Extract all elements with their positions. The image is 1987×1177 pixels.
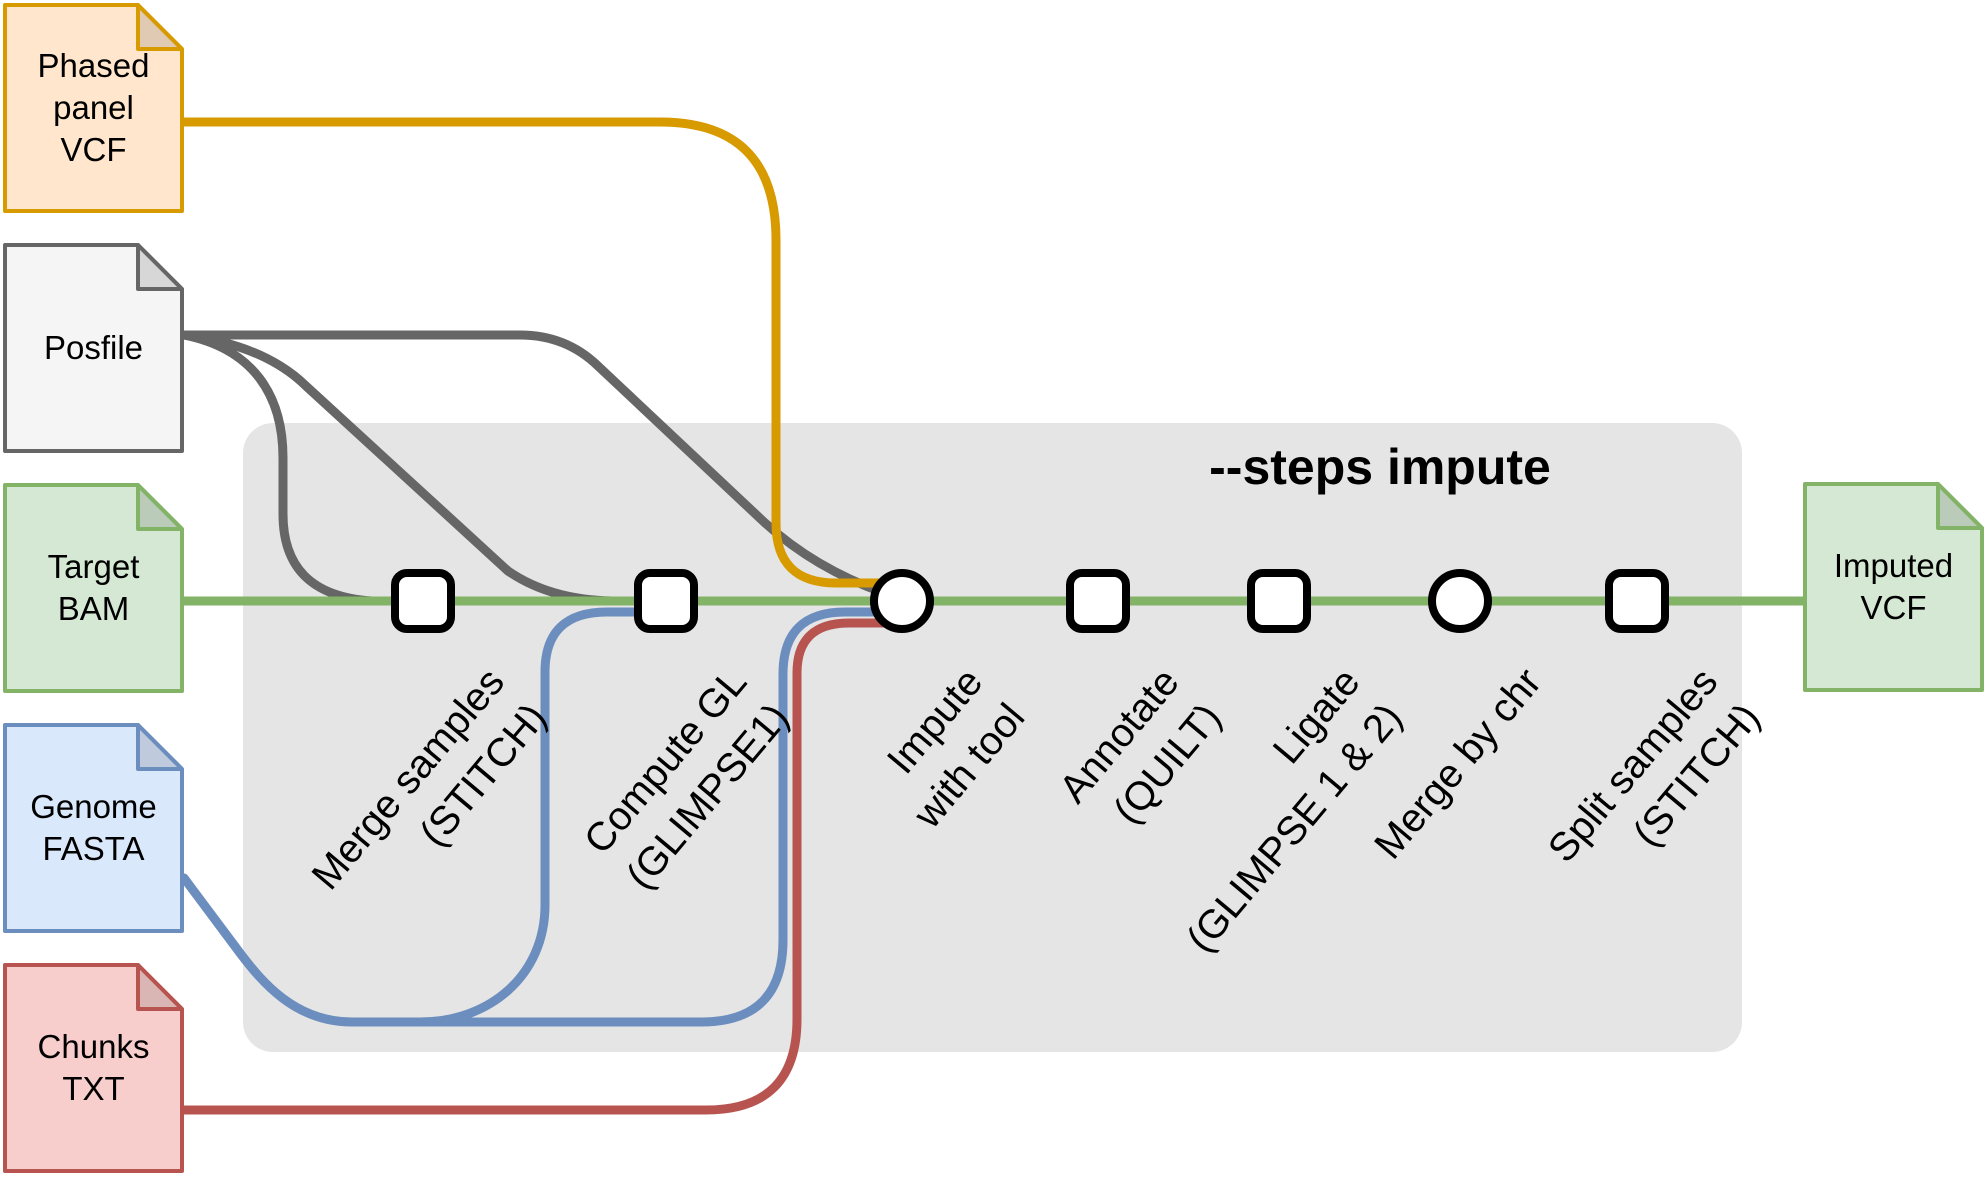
folded-corner [1936,482,1984,530]
wire-genome-fasta-to-impute [179,607,889,1027]
file-node-target-bam: Target BAM [3,483,184,693]
folded-corner [136,243,184,291]
file-label: Genome FASTA [30,788,157,867]
wire-posfile-to-merge-samples [179,330,415,606]
file-node-chunks-txt: Chunks TXT [3,963,184,1173]
step-node-ligate [1247,569,1311,633]
file-label: Phased panel VCF [37,47,150,168]
step-node-impute-with-tool [870,569,934,633]
document-icon [3,243,184,453]
document-icon [3,3,184,213]
step-node-merge-samples [391,569,455,633]
file-node-imputed-vcf: Imputed VCF [1803,482,1984,692]
file-node-phased-panel-vcf: Phased panel VCF [3,3,184,213]
document-icon [1803,482,1984,692]
file-label: Target BAM [47,548,140,627]
folded-corner [136,723,184,771]
file-node-posfile: Posfile [3,243,184,453]
document-icon [3,963,184,1173]
step-node-compute-gl [634,569,698,633]
wire-chunks-txt-to-impute [179,618,889,1115]
document-icon [3,483,184,693]
folded-corner [136,963,184,1011]
steps-impute-title: --steps impute [1209,439,1551,495]
folded-corner [136,3,184,51]
step-node-merge-by-chr [1428,569,1492,633]
wire-genome-fasta-to-compute-gl [415,607,655,1027]
file-label: Imputed VCF [1833,547,1954,626]
step-node-annotate [1066,569,1130,633]
step-node-split-samples [1605,569,1669,633]
file-label: Posfile [43,329,144,367]
wire-posfile-to-impute [179,330,889,598]
folded-corner [136,483,184,531]
steps-impute-group-box [243,423,1742,1052]
file-label: Chunks TXT [37,1028,150,1107]
document-icon [3,723,184,933]
file-node-genome-fasta: Genome FASTA [3,723,184,933]
wire-phased-panel-to-impute [179,117,889,588]
